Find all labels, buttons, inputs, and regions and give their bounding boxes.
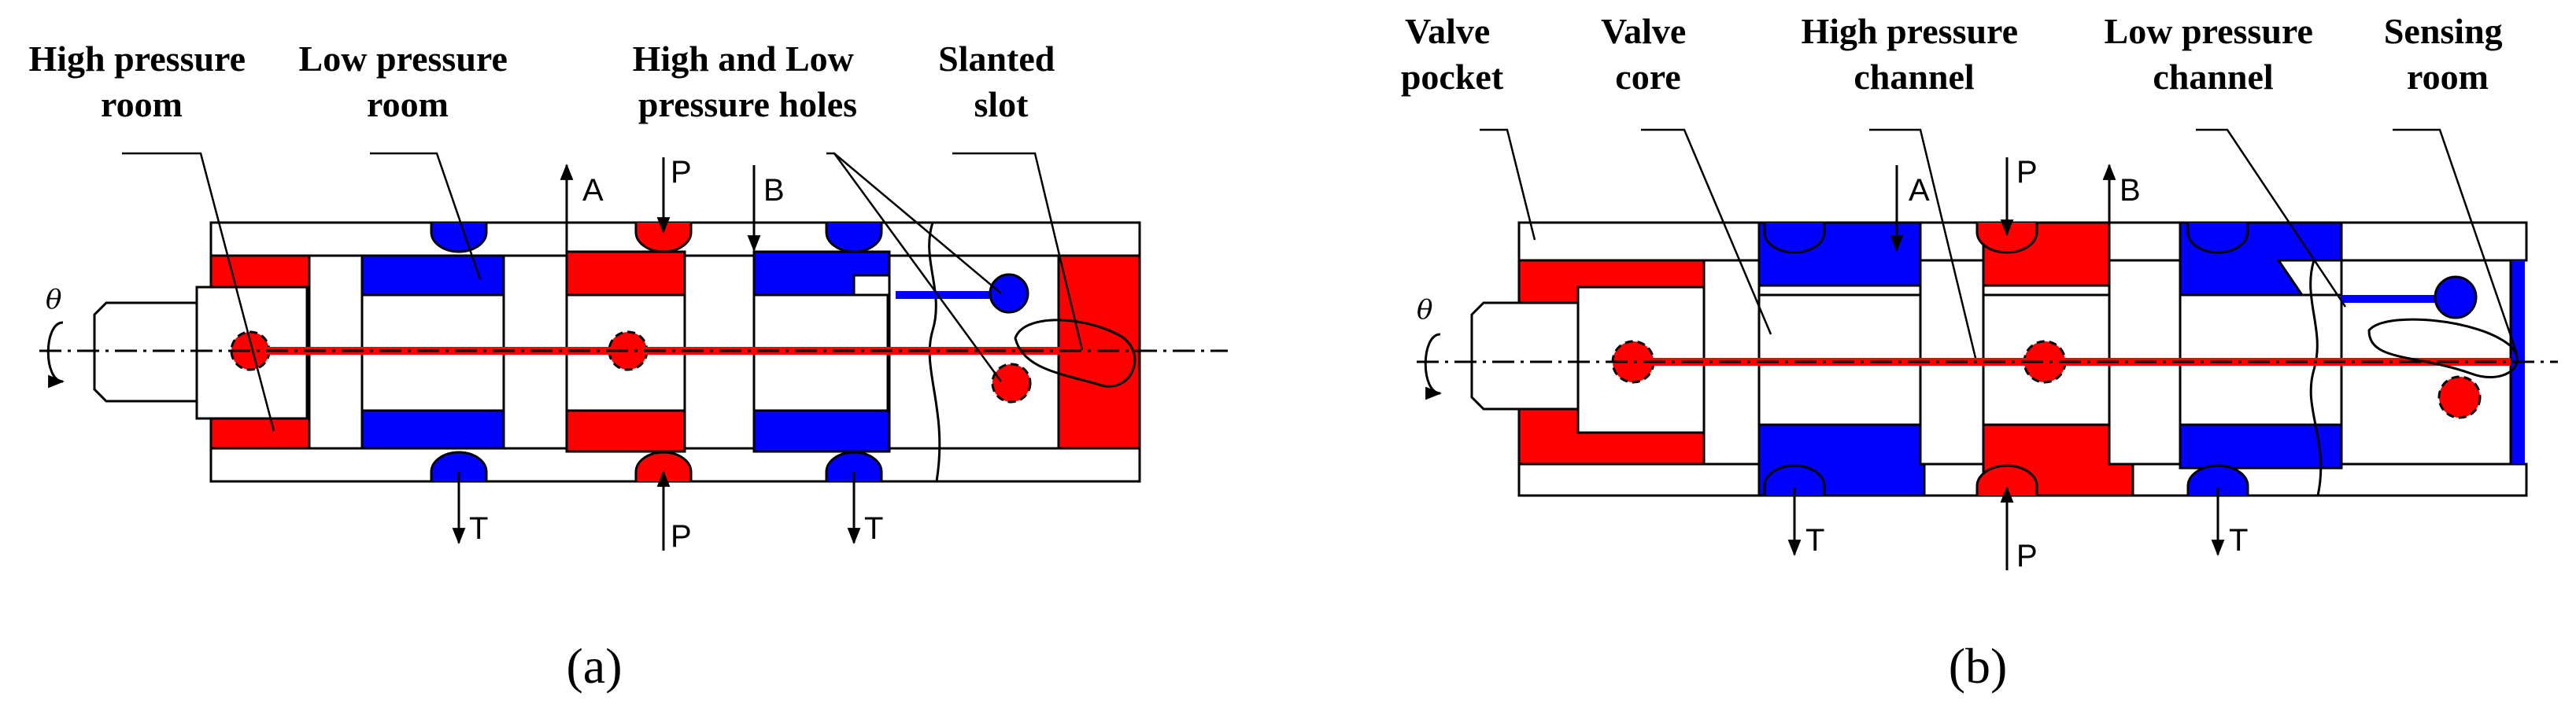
caption-b: (b) [1949,638,2008,694]
b-port-notch-top-3 [2186,223,2249,254]
label-pressure-holes: High and Low pressure holes [633,39,863,124]
label-high-pressure-room: High pressure room [28,39,254,124]
port-notch-top-2 [634,223,693,253]
caption-a: (a) [566,638,622,694]
label-low-pressure-room: Low pressure room [299,39,517,124]
b-break-line-1 [2309,260,2323,496]
b-port-notch-top-2 [1975,223,2038,254]
high-pressure-hole [991,363,1032,404]
b-slanted-slot [2367,318,2519,378]
b-leader-low-pressure-channel [2196,128,2347,308]
b-port-t-right-label: T [2229,523,2248,558]
b-port-p-top-label: P [2016,155,2038,190]
port-notch-bottom-2 [634,451,693,481]
port-a-label: A [582,173,604,208]
high-pressure-room-bottom [209,417,311,450]
b-leader-valve-core [1641,128,1772,335]
low-pressure-room-top [360,254,505,297]
b-leader-valve-pocket [1480,128,1536,241]
b-high-pressure-hole [2437,375,2482,419]
label-sensing-room: Sensing room [2384,11,2511,97]
leader-slanted-slot [952,152,1084,351]
port-b-label: B [763,173,785,208]
port-t-right-label: T [864,511,883,546]
leader-high-pressure-room [122,152,275,432]
panel-b: θ A P B T P T Valve pocket Valve core Hi… [1401,11,2558,694]
b-port-t-left-label: T [1805,523,1824,558]
label-low-pressure-channel: Low pressure channel [2105,11,2323,97]
port-t-left-label: T [469,511,488,546]
b-port-a-label: A [1909,173,1930,208]
port-notch-bottom-3 [825,451,883,481]
b-port-notch-bottom-2 [1975,464,2038,496]
b-port-b-label: B [2120,173,2141,208]
break-line [928,222,941,482]
b-rotation-arrow [1424,333,1443,400]
supply-chamber-top [565,250,686,297]
leader-low-pressure-room [370,152,482,280]
leader-holes-b [833,153,1003,382]
port-p-top-label: P [671,155,692,190]
label-valve-core: Valve core [1601,11,1695,97]
b-port-notch-bottom-1 [1763,464,1826,496]
b-low-pressure-hole [2434,275,2478,319]
label-slanted-slot: Slanted slot [938,39,1064,124]
b-port-notch-top-1 [1763,223,1826,254]
supply-chamber-bottom [565,409,686,453]
label-valve-pocket: Valve pocket [1401,11,1504,97]
return-chamber-bottom [752,409,891,453]
low-pressure-channel-top [752,250,891,297]
b-leader-sensing-room [2393,128,2519,355]
rotation-arrow [46,321,65,389]
b-port-p-bottom-label: P [2016,539,2038,573]
high-pressure-room-top [209,254,311,289]
b-port-notch-bottom-3 [2186,464,2249,496]
port-notch-top-1 [430,223,488,253]
port-notch-top-3 [825,223,883,253]
b-rotation-symbol: θ [1417,294,1432,326]
rotation-symbol: θ [46,284,61,315]
port-notch-bottom-1 [430,451,488,481]
port-p-bottom-label: P [671,519,692,554]
b-valve-core-shaft [1470,301,1580,411]
panel-a: θ A P B T P T High pressure room Low pre… [28,39,1228,694]
slanted-slot [1014,319,1136,388]
low-pressure-room-bottom [360,409,505,450]
label-high-pressure-channel: High pressure channel [1801,11,2027,97]
b-leader-high-pressure-channel [1869,128,1977,359]
low-pressure-hole [989,273,1029,314]
